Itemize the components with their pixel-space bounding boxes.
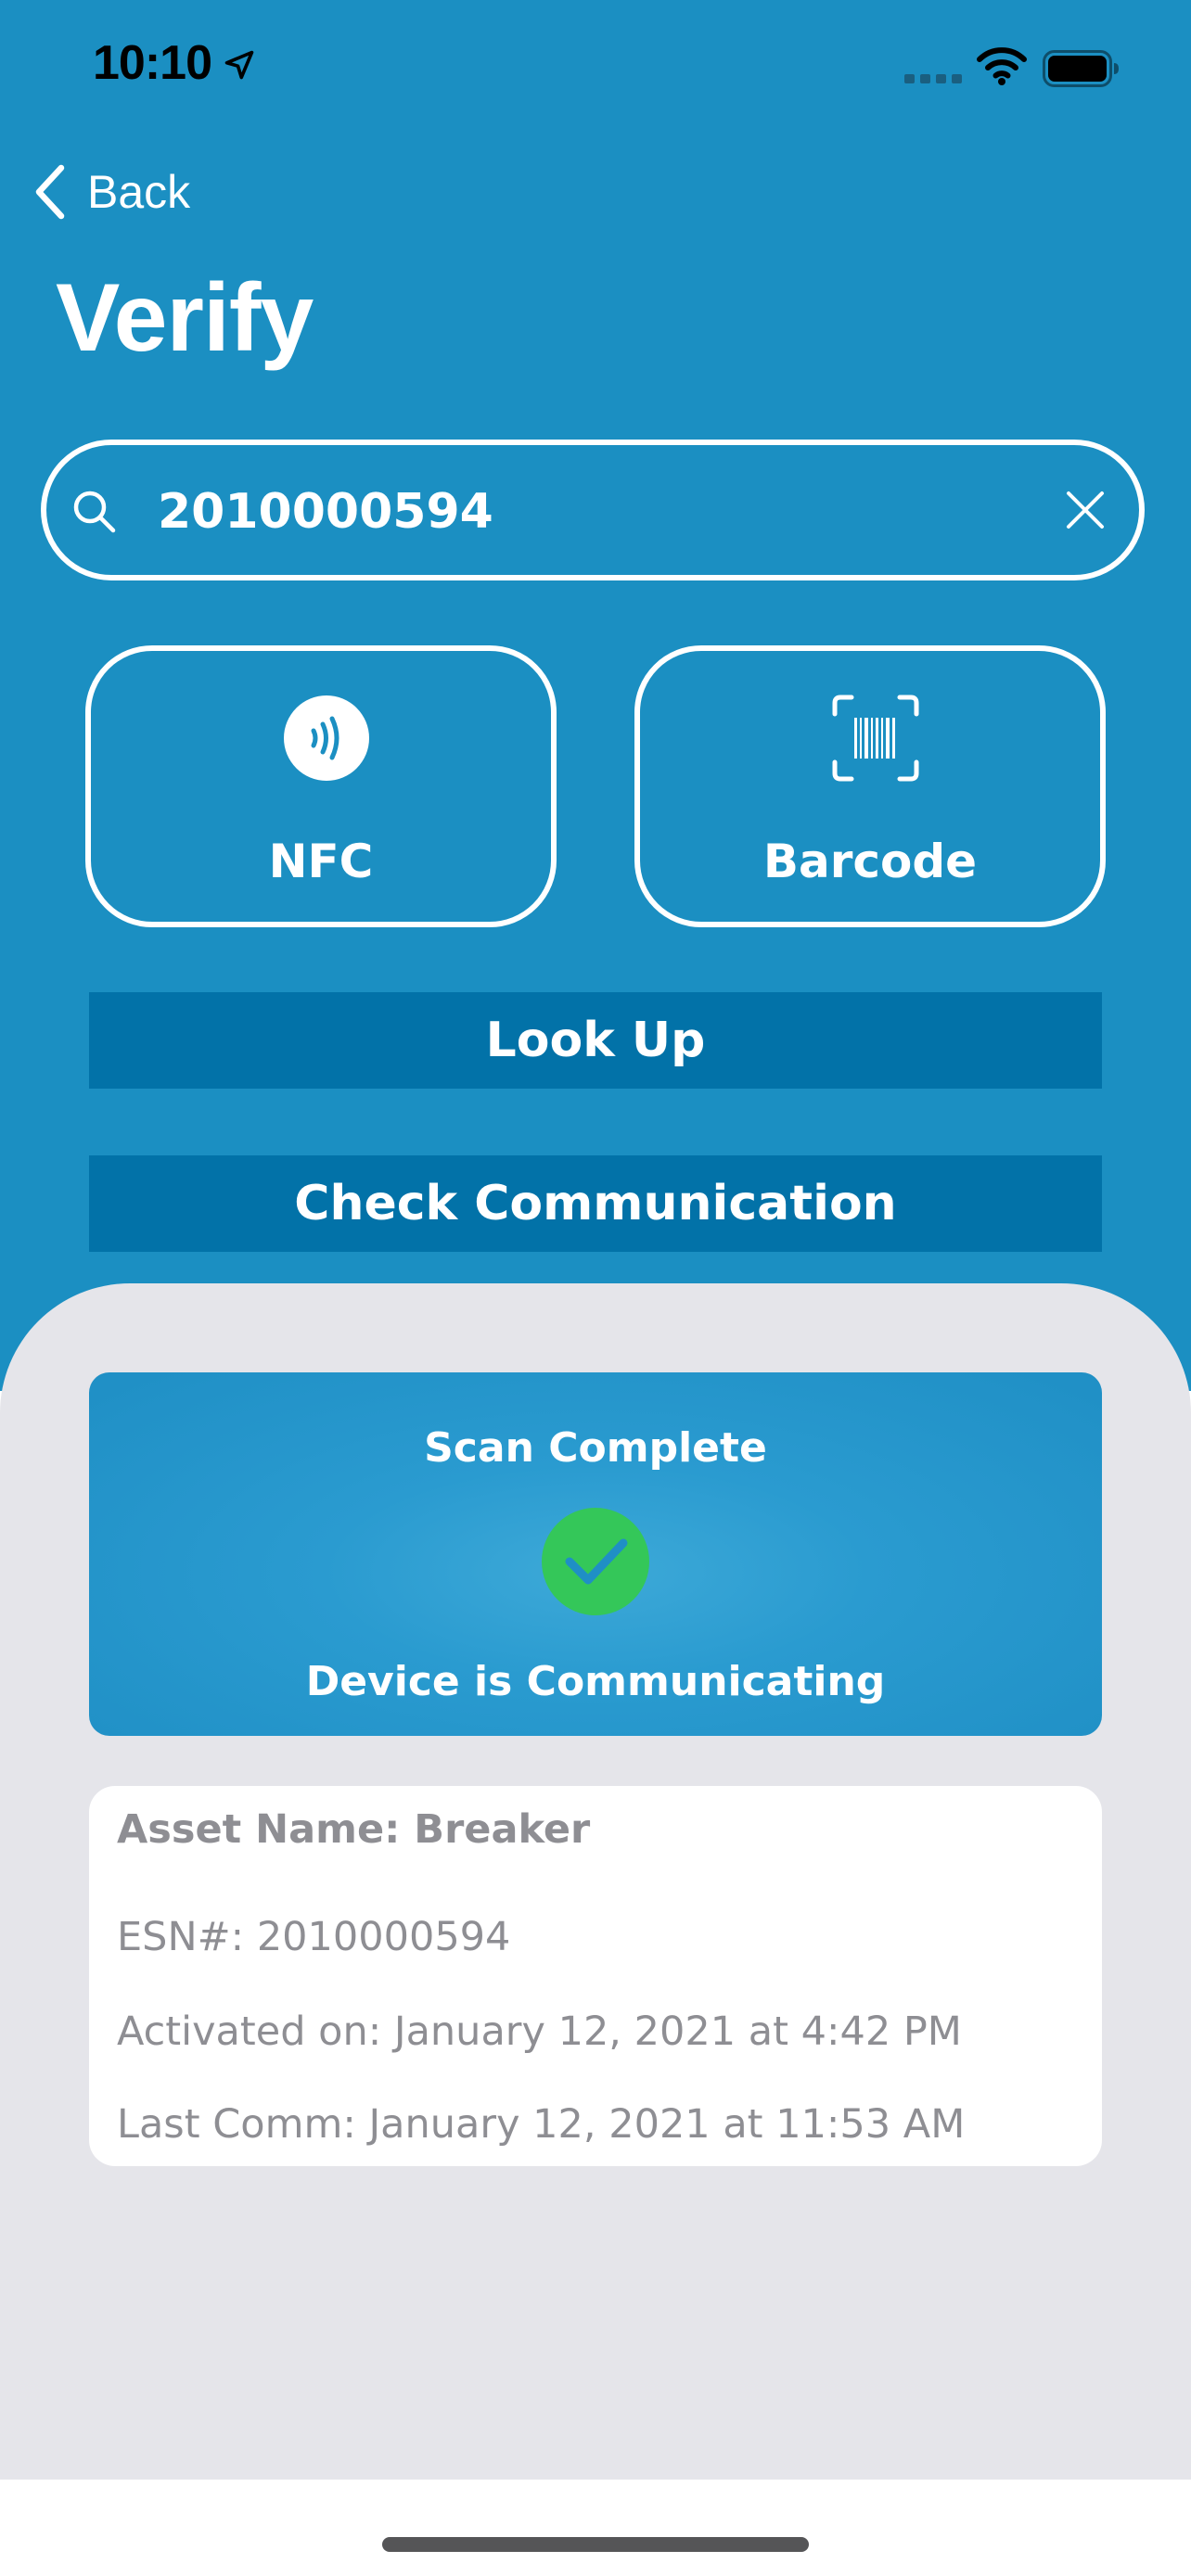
wifi-icon (977, 47, 1027, 85)
barcode-label: Barcode (762, 835, 978, 888)
chevron-left-icon (35, 164, 65, 220)
nfc-button[interactable]: NFC (85, 645, 557, 927)
asset-activated-date: Activated on: January 12, 2021 at 4:42 P… (117, 2009, 962, 2055)
nfc-label: NFC (268, 835, 374, 888)
checkmark-circle-icon (542, 1508, 649, 1615)
barcode-scan-icon (832, 695, 919, 782)
search-icon (73, 491, 116, 533)
check-communication-button[interactable]: Check Communication (89, 1155, 1102, 1252)
asset-last-comm-date: Last Comm: January 12, 2021 at 11:53 AM (117, 2101, 966, 2148)
asset-esn: ESN#: 2010000594 (117, 1914, 511, 1960)
asset-name: Asset Name: Breaker (117, 1806, 591, 1853)
battery-icon (1043, 50, 1119, 87)
page-title: Verify (56, 264, 314, 372)
search-bar[interactable] (41, 440, 1145, 580)
status-bar: 10:10 (0, 0, 1191, 130)
device-status-text: Device is Communicating (305, 1658, 886, 1705)
scan-complete-title: Scan Complete (424, 1424, 767, 1472)
barcode-button[interactable]: Barcode (634, 645, 1106, 927)
search-input[interactable] (158, 478, 1048, 545)
status-time: 10:10 (93, 36, 212, 90)
back-button[interactable]: Back (33, 159, 190, 224)
look-up-button[interactable]: Look Up (89, 992, 1102, 1089)
header-area: 10:10 Back Verify (0, 0, 1191, 1391)
back-label: Back (87, 166, 191, 218)
close-icon[interactable] (1063, 488, 1108, 532)
cellular-signal-icon (904, 74, 962, 83)
home-indicator[interactable] (382, 2537, 809, 2552)
location-arrow-icon (224, 50, 254, 80)
nfc-icon (284, 695, 369, 781)
scan-result-card: Scan Complete Device is Communicating (89, 1372, 1102, 1736)
home-indicator-area (0, 2480, 1191, 2576)
asset-info-card: Asset Name: Breaker ESN#: 2010000594 Act… (89, 1786, 1102, 2166)
